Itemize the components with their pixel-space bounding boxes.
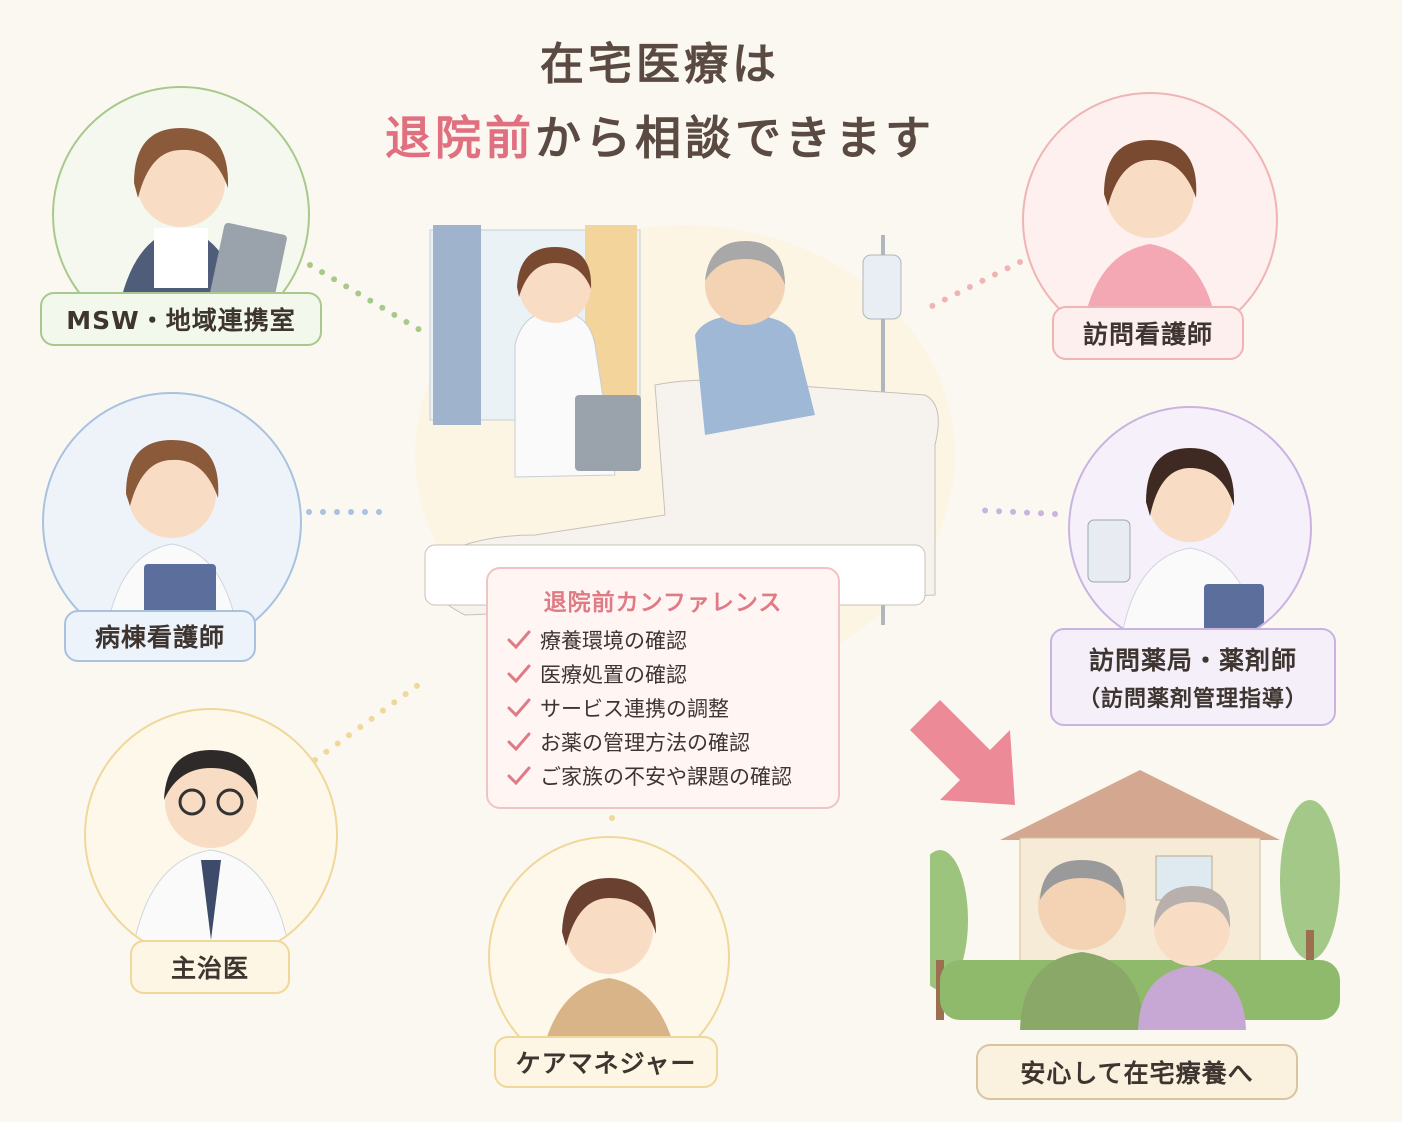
check-icon xyxy=(507,698,531,718)
title-emphasis: 退院前 xyxy=(385,111,535,165)
visiting-nurse-illustration xyxy=(1022,92,1278,348)
conference-title: 退院前カンファレンス xyxy=(543,590,783,616)
title-rest: から相談できます xyxy=(535,111,935,165)
conference-item: お薬の管理方法の確認 xyxy=(506,725,820,759)
pharmacy-label-sub: （訪問薬剤管理指導） xyxy=(1077,687,1308,712)
check-icon xyxy=(507,732,531,752)
check-icon xyxy=(507,664,531,684)
pharmacist-person-icon xyxy=(1087,448,1264,648)
conference-item-text: 療養環境の確認 xyxy=(540,629,687,653)
doctor-label: 主治医 xyxy=(130,940,290,994)
title-line-2: 退院前から相談できます xyxy=(0,102,1320,168)
conference-item-text: ご家族の不安や課題の確認 xyxy=(540,765,792,789)
visiting-nurse-label: 訪問看護師 xyxy=(1052,306,1244,360)
conference-item: 療養環境の確認 xyxy=(506,623,820,657)
conference-box: 退院前カンファレンス 療養環境の確認 医療処置の確認 サービス連携の調整 お薬の… xyxy=(486,567,840,809)
ward-nurse-label: 病棟看護師 xyxy=(64,610,256,662)
pharmacy-illustration xyxy=(1068,406,1312,650)
pharmacy-label-main: 訪問薬局・薬剤師 xyxy=(1088,646,1297,675)
conference-item: ご家族の不安や課題の確認 xyxy=(506,759,820,793)
doctor-person-icon xyxy=(130,750,292,960)
pharmacy-label: 訪問薬局・薬剤師 （訪問薬剤管理指導） xyxy=(1050,628,1336,726)
check-icon xyxy=(507,630,531,650)
title-line-1: 在宅医療は xyxy=(540,39,780,90)
arrow-down-right-icon xyxy=(910,700,1015,805)
care-manager-label: ケアマネジャー xyxy=(494,1036,718,1088)
conference-item-text: 医療処置の確認 xyxy=(540,663,687,687)
result-label: 安心して在宅療養へ xyxy=(976,1044,1298,1100)
home-scene xyxy=(930,770,1340,1030)
doctor-illustration xyxy=(84,708,338,962)
check-icon xyxy=(507,766,531,786)
conference-item-text: お薬の管理方法の確認 xyxy=(540,731,750,755)
conference-item: 医療処置の確認 xyxy=(506,657,820,691)
conference-item: サービス連携の調整 xyxy=(506,691,820,725)
msw-label: MSW・地域連携室 xyxy=(40,292,322,346)
conference-item-text: サービス連携の調整 xyxy=(540,697,729,721)
